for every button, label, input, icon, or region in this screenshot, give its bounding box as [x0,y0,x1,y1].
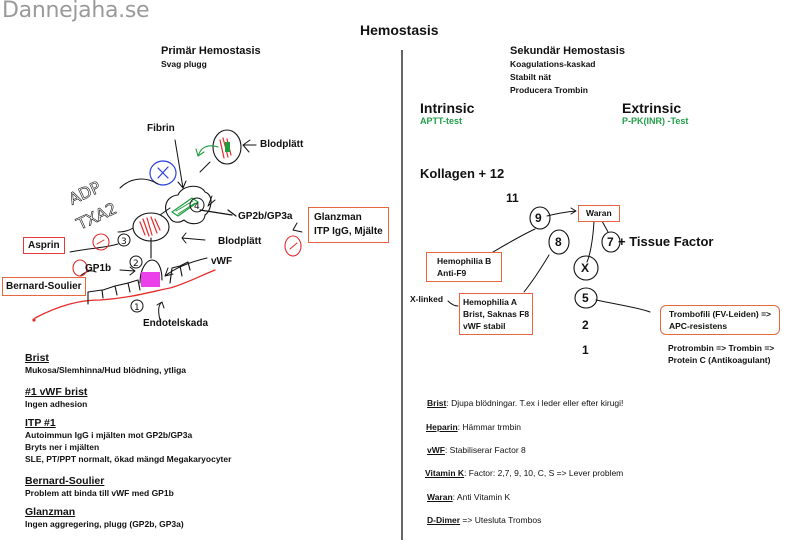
tissue-factor-label: + Tissue Factor [618,234,714,249]
note-d-dimer: D-Dimer => Utesluta Trombos [427,515,542,525]
gp1b-inhibit-circle [72,259,88,277]
step-1-circle [130,299,144,313]
hemophilia-b-box: Hemophilia B Anti-F9 [426,252,503,282]
step-1-label: 1 [134,303,140,313]
endothelium-cells [87,261,191,305]
page-title: Hemostasis [360,22,439,38]
primary-heading: Primär Hemostasis [161,45,261,57]
hemophilia-a-box: Hemophilia A Brist, Saknas F8 vWF stabil [459,293,534,335]
asprin-box: Asprin [23,237,65,254]
factor-2: 2 [582,318,589,332]
protrombin-note: Protrombin => Trombin => Protein C (Anti… [668,343,775,365]
fibrin-green [171,197,199,217]
step-4-circle [189,197,205,213]
glanzman-inhibit-circle [284,235,302,257]
factor-1: 1 [582,343,589,357]
factor-x-circle [573,255,599,281]
fibrin-label: Fibrin [147,123,175,134]
platelet-mid [132,212,170,242]
note-vwf: vWF: Stabiliserar Factor 8 [427,445,526,455]
blocked-circle [149,160,177,186]
factor-9-circle [529,206,551,230]
primary-subtitle: Svag plugg [161,59,207,69]
kollagen-label: Kollagen + 12 [420,166,505,181]
waran-box: Waran [578,205,620,222]
platelet-top [212,129,242,165]
vwf-fill [141,272,160,287]
blodplatt-top-label: Blodplätt [260,139,304,150]
factor-x: X [581,261,590,275]
bernard-soulier-label: Bernard-Soulier [6,281,82,292]
secondary-lines: Koagulations-kaskad Stabilt nät Producer… [510,59,596,95]
note-heparin: Heparin: Hämmar trmbin [426,422,521,432]
factor-5: 5 [582,291,589,305]
endotelskada-label: Endotelskada [143,318,209,329]
note-brist-secondary: Brist: Djupa blödningar. T.ex i leder el… [427,398,624,408]
column-divider [401,50,403,540]
x-linked-label: X-linked [410,294,444,304]
trombofili-box: Trombofili (FV-Leiden) => APC-resistens [660,305,781,335]
factor-8: 8 [555,235,562,249]
vwf-label: vWF [211,256,233,267]
step-2-label: 2 [133,259,139,269]
note-waran: Waran: Anti Vitamin K [427,492,511,502]
step-3-label: 3 [121,237,127,247]
glanzman-box: Glanzman ITP IgG, Mjälte [308,207,389,243]
factor-5-circle [574,287,598,309]
endothelium-wall [34,269,216,319]
asprin-inhibit-circle [92,233,110,251]
blodplatt-mid-label: Blodplätt [218,236,262,247]
extrinsic-test: P-PK(INR) -Test [622,116,689,126]
step-4-label: 4 [194,202,200,212]
secondary-heading: Sekundär Hemostasis [510,45,625,57]
step-2-circle [129,255,143,269]
glanzman-label: Glanzman [314,212,362,223]
factor-7-circle [601,231,621,253]
factor-7: 7 [607,235,614,249]
note-vitamin-k: Vitamin K: Factor: 2,7, 9, 10, C, S => L… [425,468,624,478]
factor-11: 11 [506,191,519,205]
step-3-circle [117,233,131,247]
bernard-soulier-box: Bernard-Soulier [2,277,86,296]
watermark: Dannejaha.se [2,0,150,23]
intrinsic-label: Intrinsic [420,100,475,116]
gp2b-gp3a-label: GP2b/GP3a [238,211,293,222]
gp1b-label: GP1b [85,263,112,274]
asprin-label: Asprin [28,240,60,251]
waran-label: Waran [586,208,612,218]
intrinsic-test: APTT-test [420,116,463,126]
fibrin-clot [165,185,212,225]
factor-9: 9 [535,211,542,225]
extrinsic-label: Extrinsic [622,100,682,116]
itp-label: ITP IgG, Mjälte [314,226,383,237]
vwf-bump [139,259,163,284]
factor-8-circle [548,229,570,255]
